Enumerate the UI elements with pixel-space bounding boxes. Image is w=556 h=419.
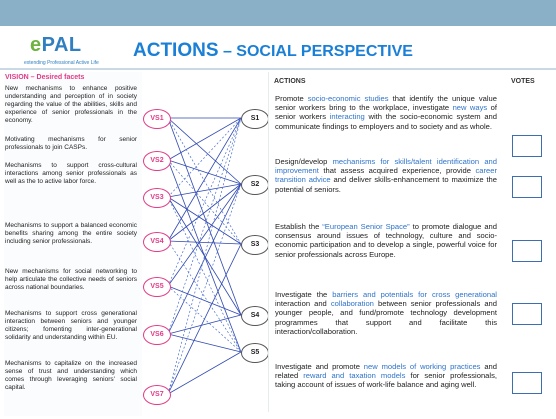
link-vs4-s3 [167, 240, 242, 245]
link-vs3-s3 [167, 196, 242, 245]
action-highlight-text: new ways [452, 103, 488, 113]
dlink-vs7-s2 [167, 183, 242, 395]
vision-panel [4, 72, 142, 416]
action-highlight-text: interacting [329, 112, 365, 122]
link-vs7-s5 [167, 351, 242, 395]
link-vs1-s4 [167, 117, 242, 316]
actions-heading: ACTIONS [274, 78, 306, 85]
s4-node: S4 [241, 306, 269, 326]
action-text: Promote [275, 94, 308, 103]
actions-panel [268, 72, 501, 412]
action-highlight-text: barriers and potentials for cross genera… [332, 290, 497, 299]
link-vs4-s1 [167, 117, 242, 242]
facet-7: Mechanisms to capitalize on the increase… [5, 360, 137, 391]
header-divider [0, 68, 556, 70]
dlink-vs6-s1 [167, 117, 242, 335]
dlink-vs2-s3 [167, 159, 242, 245]
action-2: Design/develop mechanisms for skills/tal… [275, 157, 497, 194]
dlink-vs5-s5 [167, 285, 242, 353]
action-highlight-text: mechanisms for skills/talent identificat… [275, 157, 497, 176]
page-title: ACTIONS – SOCIAL PERSPECTIVE [133, 40, 413, 61]
action-text: Investigate and promote [275, 362, 364, 371]
vs6-node: VS6 [143, 325, 171, 345]
action-text: of senior workers [275, 103, 497, 122]
action-text: interaction and [275, 299, 331, 309]
link-vs6-s5 [167, 333, 242, 353]
facet-1: New mechanisms to enhance positive under… [5, 85, 137, 124]
action-text: to promote dialogue and consensus around… [275, 222, 497, 259]
link-vs5-s2 [167, 183, 242, 287]
action-highlight-text: “European Senior Space” [322, 222, 410, 231]
action-5: Investigate and promote new models of wo… [275, 362, 497, 390]
votes-heading: VOTES [511, 78, 535, 85]
vs7-node: VS7 [143, 385, 171, 405]
dlink-vs3-s5 [167, 196, 242, 353]
link-vs2-s1 [167, 117, 242, 161]
facet-2: Motivating mechanisms for senior profess… [5, 136, 137, 151]
action-highlight-text: collaboration [330, 299, 374, 309]
facet-5: New mechanisms for social networking to … [5, 268, 137, 291]
facet-4: Mechanisms to support a balanced economi… [5, 222, 137, 245]
vote-box-5[interactable] [512, 372, 542, 394]
action-text: and deliver skills-enhancement to maximi… [275, 175, 497, 194]
action-3: Establish the “European Senior Space” to… [275, 222, 497, 259]
s1-node: S1 [241, 109, 269, 129]
s2-node: S2 [241, 175, 269, 195]
action-highlight-text: career transition advice [275, 166, 497, 185]
vs3-node: VS3 [143, 188, 171, 208]
link-vs6-s2 [167, 183, 242, 335]
vs4-node: VS4 [143, 232, 171, 252]
vs1-node: VS1 [143, 109, 171, 129]
action-text: Investigate the [275, 290, 333, 299]
link-vs2-s2 [167, 159, 242, 185]
link-vs5-s4 [167, 285, 242, 316]
action-text: with the socio-economic system and commu… [275, 112, 497, 131]
facet-3: Mechanisms to support cross-cultural int… [5, 162, 137, 185]
action-text: that identify the unique value senior wo… [275, 94, 497, 113]
action-highlight-text: socio-economic studies [307, 94, 389, 103]
action-text: and related [275, 362, 497, 381]
dlink-vs1-s3 [167, 117, 242, 245]
action-highlight-text: reward and taxation models [303, 371, 406, 381]
s3-node: S3 [241, 235, 269, 255]
s5-node: S5 [241, 343, 269, 363]
action-1: Promote socio-economic studies that iden… [275, 94, 497, 131]
link-vs3-s4 [167, 196, 242, 316]
dlink-vs5-s1 [167, 117, 242, 287]
vote-box-1[interactable] [512, 135, 542, 157]
epal-logo: ePAL extending Professional Active Life [24, 34, 99, 66]
action-text: that assess acquired experience, provide [318, 166, 476, 176]
logo-tagline: extending Professional Active Life [24, 60, 99, 66]
dlink-vs3-s1 [167, 117, 242, 198]
vote-box-4[interactable] [512, 303, 542, 325]
link-vs3-s2 [167, 183, 242, 198]
action-text: for senior professionals, taking account… [275, 371, 497, 390]
vs2-node: VS2 [143, 151, 171, 171]
action-text: Design/develop [275, 157, 333, 166]
dlink-vs4-s5 [167, 240, 242, 353]
link-vs4-s2 [167, 183, 242, 242]
action-highlight-text: new models of working practices [363, 362, 481, 371]
action-4: Investigate the barriers and potentials … [275, 290, 497, 336]
action-text: Establish the [275, 222, 323, 231]
link-vs6-s4 [167, 314, 242, 335]
vote-box-2[interactable] [512, 176, 542, 198]
vs5-node: VS5 [143, 277, 171, 297]
facet-6: Mechanisms to support cross generational… [5, 310, 137, 341]
link-vs1-s2 [167, 117, 242, 185]
vote-box-3[interactable] [512, 240, 542, 262]
top-banner [0, 0, 556, 26]
action-text: between senior professionals and younger… [275, 299, 497, 336]
dlink-vs7-s1 [167, 117, 242, 395]
vision-heading: VISION – Desired facets [5, 74, 85, 81]
